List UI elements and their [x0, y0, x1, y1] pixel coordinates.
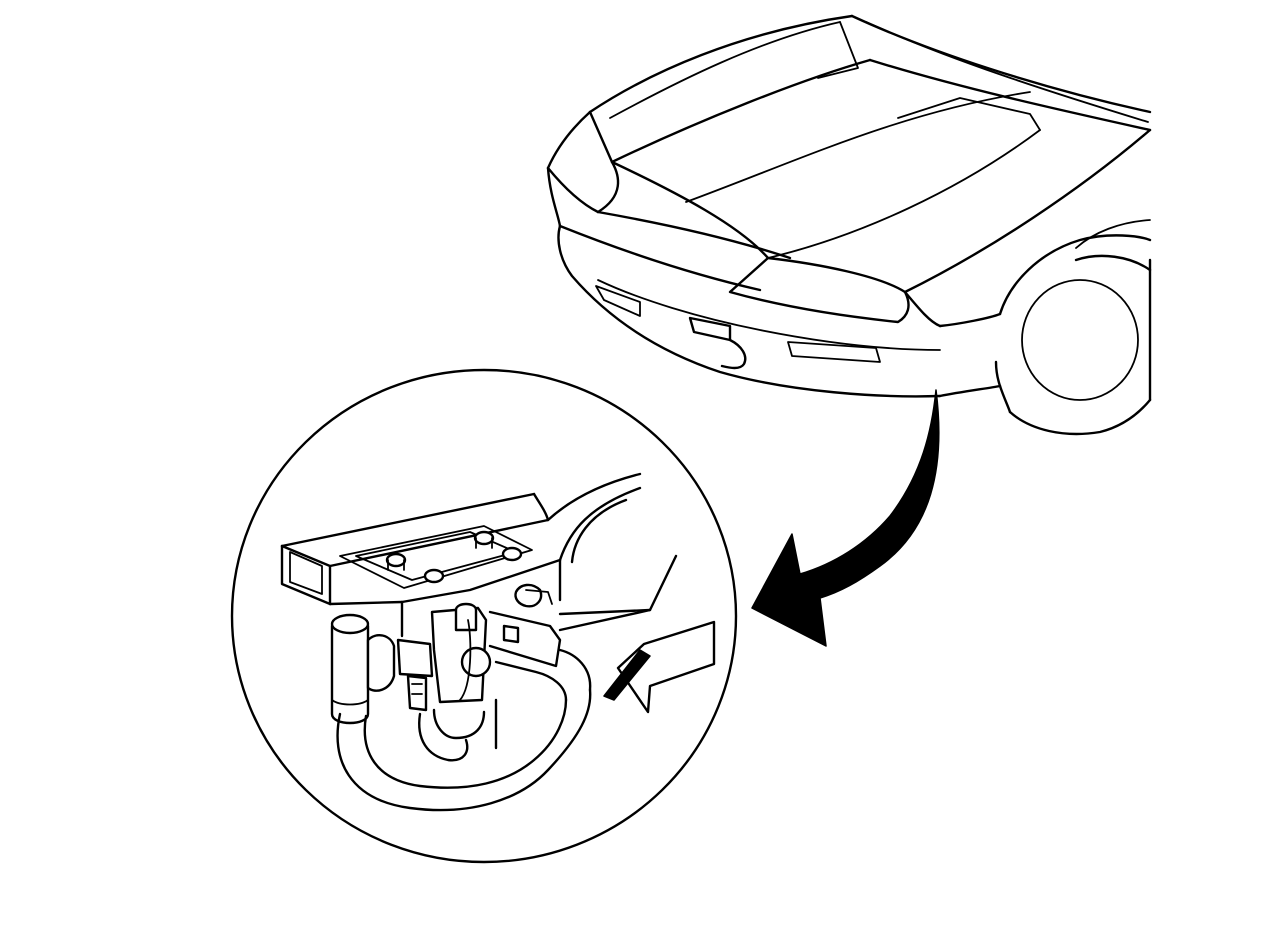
detail-circle [230, 368, 738, 864]
indicator-arrow [603, 620, 716, 714]
vehicle-front [546, 14, 1152, 436]
mounting-bolts [385, 530, 523, 584]
curved-arrow [751, 389, 940, 647]
